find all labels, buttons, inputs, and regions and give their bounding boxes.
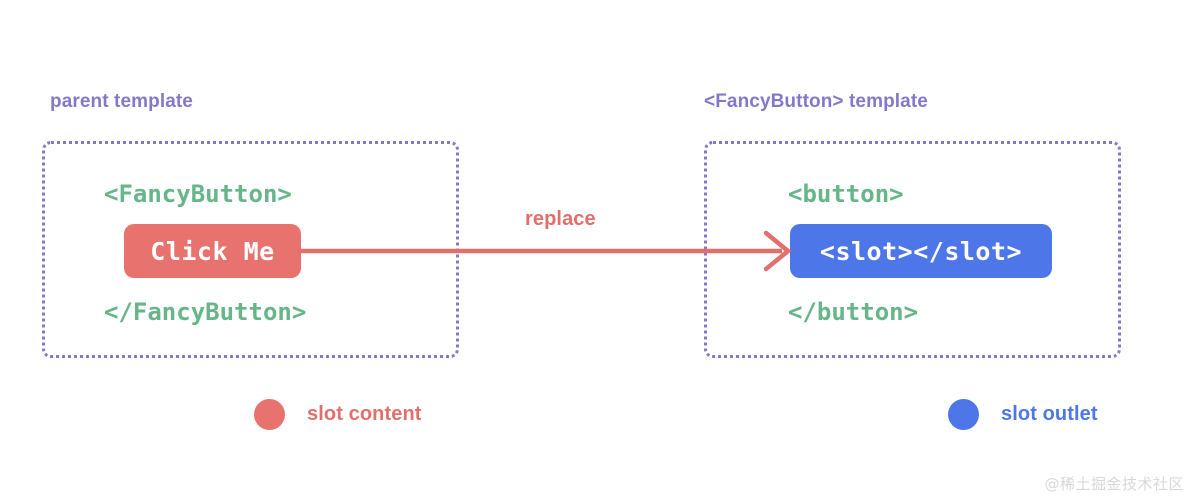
legend-label-slot-outlet: slot outlet: [1001, 403, 1098, 425]
slot-content-button[interactable]: Click Me: [124, 224, 301, 278]
code-close-fancybutton-tag: </FancyButton>: [104, 298, 307, 326]
legend-item-slot-outlet: slot outlet: [948, 399, 1098, 430]
code-open-fancybutton-tag: <FancyButton>: [104, 180, 292, 208]
slot-outlet-element[interactable]: <slot></slot>: [790, 224, 1052, 278]
slot-outlet-dot-icon: [948, 399, 979, 430]
code-open-button-tag: <button>: [788, 180, 904, 208]
legend-item-slot-content: slot content: [254, 399, 422, 430]
code-close-button-tag: </button>: [788, 298, 919, 326]
watermark: @稀土掘金技术社区: [1044, 475, 1184, 493]
slot-content-dot-icon: [254, 399, 285, 430]
fancybutton-template-title: <FancyButton> template: [704, 91, 928, 112]
replace-label: replace: [525, 208, 596, 230]
parent-template-title: parent template: [50, 91, 193, 112]
legend-label-slot-content: slot content: [307, 403, 422, 425]
